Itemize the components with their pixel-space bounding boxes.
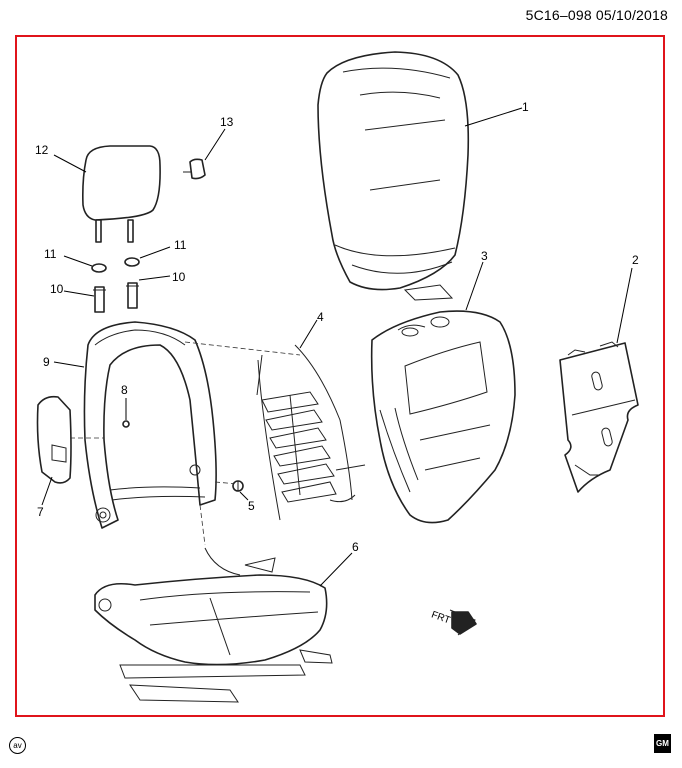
leader-7 <box>41 476 53 506</box>
leader-1 <box>464 107 523 127</box>
washer-11-right <box>124 257 140 267</box>
washer-11-left <box>91 263 107 273</box>
callout-3: 3 <box>481 249 488 263</box>
seatback-cover-part <box>317 51 470 301</box>
leader-12 <box>53 154 87 173</box>
callout-1: 1 <box>522 100 529 114</box>
callout-9: 9 <box>43 355 50 369</box>
callout-7: 7 <box>37 505 44 519</box>
guide-sleeve-10-right <box>126 282 139 309</box>
leader-3 <box>465 261 484 311</box>
front-direction-label: FRT <box>430 609 452 626</box>
leader-10b <box>138 275 171 281</box>
leader-2 <box>616 267 633 344</box>
seatback-panel-part <box>370 310 516 524</box>
fastener-5 <box>232 480 244 492</box>
wire-spring-mat-part <box>256 344 366 521</box>
callout-11-right: 11 <box>174 238 187 252</box>
fastener-8 <box>122 420 130 428</box>
leader-11b <box>139 246 171 259</box>
callout-10-left: 10 <box>50 282 64 296</box>
leader-6 <box>319 552 353 587</box>
front-direction-indicator <box>449 609 477 636</box>
callout-13: 13 <box>220 115 234 129</box>
side-bolster-part <box>36 395 104 484</box>
callout-2: 2 <box>632 253 639 267</box>
diagram-frame <box>15 35 665 717</box>
seat-cushion-part <box>94 547 333 703</box>
leader-5 <box>239 491 249 501</box>
callout-5: 5 <box>248 499 255 513</box>
callout-12: 12 <box>35 143 49 157</box>
leader-4 <box>299 319 318 349</box>
guide-sleeve-10-left <box>93 286 106 313</box>
callout-11-left: 11 <box>44 247 57 261</box>
callout-10-right: 10 <box>172 270 186 284</box>
headrest-guide-13 <box>183 158 206 180</box>
corner-mark-left: av <box>9 737 26 754</box>
leader-13 <box>204 128 226 161</box>
back-panel-insert-part <box>559 341 639 493</box>
callout-6: 6 <box>352 540 359 554</box>
leader-10a <box>63 290 95 297</box>
document-id: 5C16–098 05/10/2018 <box>525 7 668 23</box>
callout-8: 8 <box>121 383 128 397</box>
gm-logo: GM <box>654 734 671 753</box>
seatback-frame-part <box>83 321 301 546</box>
headrest-part <box>82 145 161 243</box>
callout-4: 4 <box>317 310 324 324</box>
leader-9 <box>53 361 85 368</box>
leader-11a <box>63 255 93 267</box>
